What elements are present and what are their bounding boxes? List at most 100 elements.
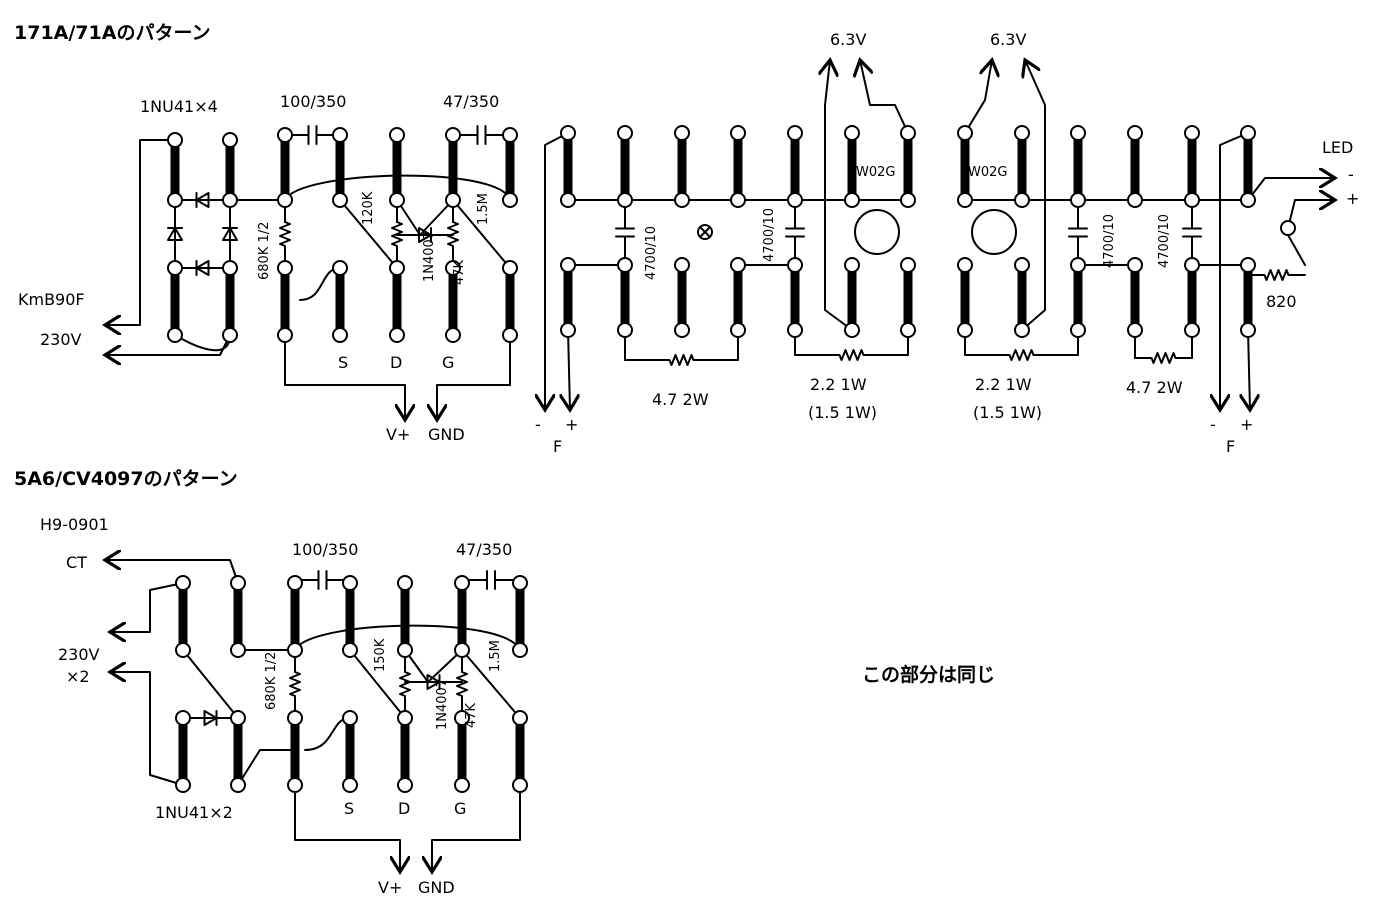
board-pad xyxy=(175,710,191,726)
board-pad xyxy=(454,642,470,658)
label-r-680k-bottom: 680K 1/2 xyxy=(264,652,279,710)
resistor xyxy=(624,354,739,366)
board-pad xyxy=(674,125,690,141)
board-pad xyxy=(957,192,973,208)
board-pad xyxy=(502,260,518,276)
board-pad xyxy=(617,125,633,141)
board-pad xyxy=(389,260,405,276)
board-pad xyxy=(957,125,973,141)
board-pad xyxy=(674,257,690,273)
board-pad xyxy=(1070,192,1086,208)
label-diode-1n4007: 1N4007 xyxy=(422,231,437,282)
capacitor xyxy=(785,199,805,266)
board-pad xyxy=(1070,125,1086,141)
capacitor xyxy=(284,125,341,145)
label-vplus-bottom: V+ xyxy=(378,878,402,897)
board-pad xyxy=(844,192,860,208)
wire-arrow xyxy=(860,60,909,134)
label-f-minus-right: - xyxy=(1210,415,1216,434)
title-5a6: 5A6/CV4097のパターン xyxy=(14,468,238,490)
board-pad xyxy=(1014,125,1030,141)
board-pad xyxy=(617,257,633,273)
board-pad xyxy=(389,127,405,143)
label-res-4-7-2w-left: 4.7 2W xyxy=(652,390,709,409)
wire xyxy=(237,749,296,786)
led xyxy=(1280,220,1296,236)
board-pad xyxy=(445,260,461,276)
board-pad xyxy=(787,192,803,208)
board-pad xyxy=(454,710,470,726)
board-pad xyxy=(277,260,293,276)
label-cap-4700-b: 4700/10 xyxy=(762,208,777,262)
label-rectifier-4: 1NU41×4 xyxy=(140,97,218,116)
label-cap-100-350: 100/350 xyxy=(280,92,346,111)
label-f-right: F xyxy=(1226,437,1235,456)
board-pad xyxy=(512,642,528,658)
board-pads xyxy=(167,125,1256,793)
diode xyxy=(174,192,231,208)
capacitor xyxy=(615,199,635,266)
label-cap-100-350-bottom: 100/350 xyxy=(292,540,358,559)
board-pad xyxy=(512,777,528,793)
wire xyxy=(404,649,463,683)
wire-arrow xyxy=(568,329,570,410)
resistor xyxy=(794,349,909,361)
wire xyxy=(349,649,406,719)
label-led-res-820: 820 xyxy=(1266,292,1297,311)
board-pad xyxy=(502,127,518,143)
board-pad xyxy=(454,777,470,793)
wire-arrow xyxy=(105,139,176,325)
board-pad xyxy=(342,575,358,591)
label-ct: CT xyxy=(66,553,87,572)
board-pad xyxy=(445,127,461,143)
board-pad xyxy=(730,322,746,338)
capacitor xyxy=(294,570,351,590)
board-pad xyxy=(617,322,633,338)
note-same-part: この部分は同じ xyxy=(862,664,996,686)
label-pin-s-bottom: S xyxy=(344,799,354,818)
board-pad xyxy=(332,192,348,208)
diode xyxy=(396,227,454,243)
wire-arrow xyxy=(110,582,184,632)
board-pad xyxy=(1127,257,1143,273)
board-pad xyxy=(957,322,973,338)
board-pad xyxy=(787,322,803,338)
label-vplus: V+ xyxy=(386,425,410,444)
board-pad xyxy=(175,642,191,658)
wire-arrow xyxy=(437,334,511,420)
diode xyxy=(167,199,183,269)
diode xyxy=(404,674,463,690)
label-cap-47-350: 47/350 xyxy=(443,92,499,111)
board-pad xyxy=(332,327,348,343)
diode xyxy=(182,710,239,726)
board-pad xyxy=(230,777,246,793)
resistor xyxy=(399,649,411,719)
board-pad xyxy=(844,125,860,141)
label-f-plus-right: + xyxy=(1240,415,1253,434)
label-cap-4700-c: 4700/10 xyxy=(1102,214,1117,268)
resistor xyxy=(289,649,301,719)
board-pad xyxy=(454,575,470,591)
label-pin-g: G xyxy=(442,353,454,372)
board-pad xyxy=(560,257,576,273)
board-pad xyxy=(1127,192,1143,208)
label-pin-d-bottom: D xyxy=(398,799,410,818)
label-r-47k-bottom: 47K xyxy=(464,702,479,728)
board-pad xyxy=(674,192,690,208)
label-res-1-5-1w-left: (1.5 1W) xyxy=(808,403,877,422)
board-pad xyxy=(287,777,303,793)
label-transformer-kmb90f: KmB90F xyxy=(18,290,85,309)
label-res-2-2-1w-right: 2.2 1W xyxy=(975,375,1032,394)
board-pad xyxy=(1184,322,1200,338)
board-pad xyxy=(1127,125,1143,141)
board-pad xyxy=(1127,322,1143,338)
board-pad xyxy=(397,575,413,591)
wire-arrow xyxy=(105,334,231,355)
board-pad xyxy=(787,257,803,273)
label-r-1-5m: 1.5M xyxy=(476,193,491,225)
board-pad xyxy=(167,260,183,276)
board-pad xyxy=(502,327,518,343)
board-pad xyxy=(560,192,576,208)
label-6-3v-left: 6.3V xyxy=(830,30,866,49)
label-gnd-bottom: GND xyxy=(418,878,455,897)
